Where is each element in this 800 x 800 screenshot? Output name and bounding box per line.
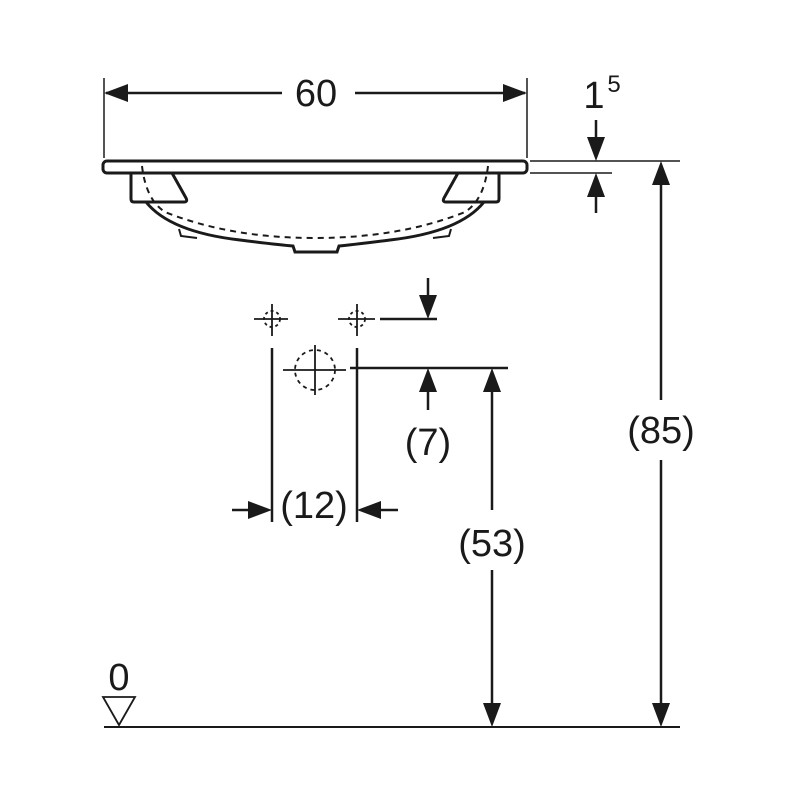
total-height-label: (85) [627, 410, 695, 452]
rim-thickness-label: 1 [583, 75, 604, 117]
width-label: 60 [295, 73, 337, 115]
drain-height-label: (53) [458, 523, 526, 565]
rim-thickness-superscript: 5 [607, 71, 620, 98]
drain-hole [283, 345, 346, 395]
basin-outline [101, 159, 529, 254]
tap-hole-left [254, 304, 288, 336]
tap-spacing-label: (12) [280, 485, 348, 527]
width-dimension [103, 78, 528, 158]
floor-level-label: 0 [108, 657, 129, 699]
tap-hole-right [338, 304, 375, 336]
tap-offset-label: (7) [405, 422, 451, 464]
arrowheads [104, 84, 670, 727]
